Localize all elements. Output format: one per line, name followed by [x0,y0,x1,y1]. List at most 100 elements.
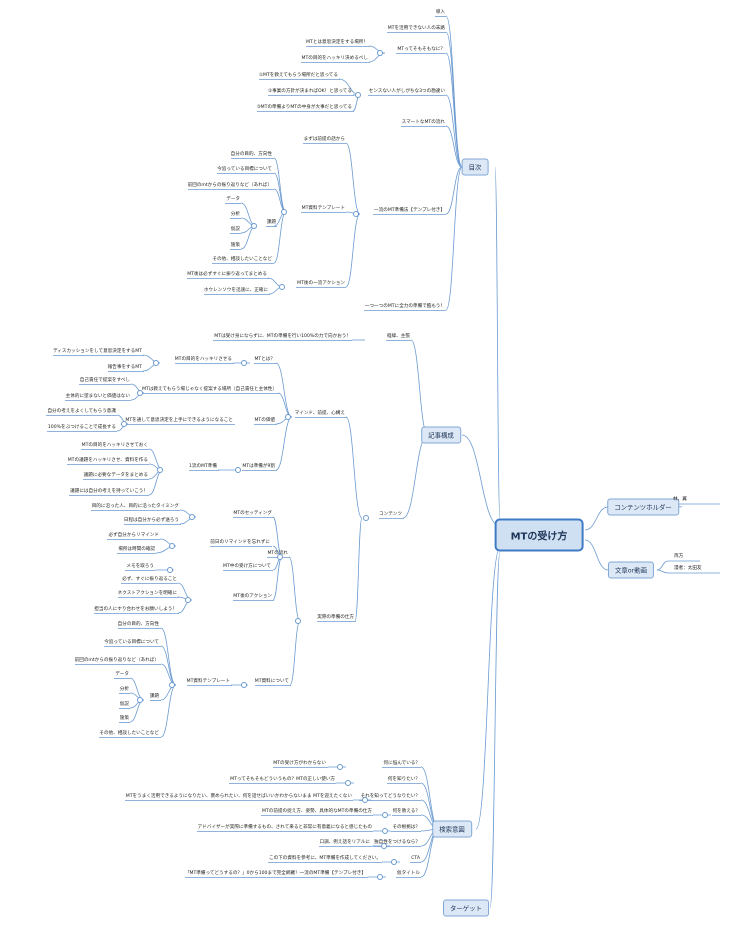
node-label[interactable]: 施策 [119,716,129,721]
collapse-toggle-icon[interactable] [235,467,241,473]
node-label[interactable]: 1流のMT準備 [188,464,217,469]
node-label[interactable]: 課題 [149,694,159,699]
branch-target[interactable]: ターゲット [443,899,489,917]
node-label[interactable]: MTを通して意思決定を上手にできるようになること [125,418,233,423]
node-label[interactable]: 報告事をするMT [107,365,142,370]
node-label[interactable]: MTは教えてもらう場じゃなく提案する場所（自己責任と主体性） [142,387,277,392]
collapse-toggle-icon[interactable] [391,859,397,865]
node-label[interactable]: MTのセッティング [233,511,272,516]
collapse-toggle-icon[interactable] [337,764,343,770]
node-label[interactable]: 課題 [266,220,276,225]
node-label[interactable]: 独自性をつけるなら？ [374,840,420,845]
node-label[interactable]: その根拠は？ [392,825,420,830]
collapse-toggle-icon[interactable] [377,874,383,880]
branch-content-holder[interactable]: コンテンツホルダー [607,498,679,516]
collapse-toggle-icon[interactable] [281,209,287,215]
node-label[interactable]: MT中の受け方について [223,564,271,569]
node-label[interactable]: 「MT準備ってどうするの？」0から100まで完全網羅！一流のMT準備【テンプレ付… [184,871,366,876]
collapse-toggle-icon[interactable] [169,543,175,549]
node-label[interactable]: MT後のアクション [233,594,272,599]
collapse-toggle-icon[interactable] [189,514,195,520]
node-label[interactable]: 分析 [119,687,129,692]
node-label[interactable]: ②事業の方針が決まればOK！と思ってる [267,89,352,94]
node-label[interactable]: MTとは？ [254,357,275,362]
node-label[interactable]: ネクストアクションを明確に [117,591,177,596]
node-label[interactable]: センスない人がしがちな3つの勘違い [368,89,445,94]
collapse-toggle-icon[interactable] [345,780,351,786]
node-label[interactable]: コンテンツ [379,512,402,517]
node-label[interactable]: MT資料について [254,679,289,684]
node-label[interactable]: 議題には自分の考えを持っていこう！ [70,489,148,494]
collapse-toggle-icon[interactable] [153,360,159,366]
node-label[interactable]: その他、相談したいことなど [212,257,272,262]
node-label[interactable]: ホウレンソウを迅速に、正確に [203,288,268,293]
collapse-toggle-icon[interactable] [362,797,368,803]
collapse-toggle-icon[interactable] [355,92,361,98]
node-label[interactable]: この下の資料を参考に、MT準備を作成してください。 [268,856,381,861]
branch-text-or-video[interactable]: 文章or動画 [607,561,655,579]
collapse-toggle-icon[interactable] [169,682,175,688]
node-label[interactable]: 経緯、主張 [387,334,410,339]
node-label[interactable]: スマートなMTの流れ [401,120,445,125]
node-label[interactable]: 主体的に望まないと価値はない [65,394,130,399]
node-label[interactable]: 一つ一つのMTに全力の準備で臨もう！ [364,304,445,309]
collapse-toggle-icon[interactable] [251,223,257,229]
node-label[interactable]: MTの価値 [254,418,275,423]
node-label[interactable]: データ [226,197,240,202]
style-note[interactable]: 漫者：太田友 [674,566,702,571]
node-label[interactable]: MTとは意思決定をする場所！ [306,40,368,45]
node-label[interactable]: MTの目的をハッキリさせておく [81,443,148,448]
node-label[interactable]: 分析 [230,212,240,217]
node-label[interactable]: マインド、前提、心構え [294,411,345,416]
node-label[interactable]: 仮説 [119,702,129,707]
node-label[interactable]: その他、相談したいことなど [99,731,159,736]
node-label[interactable]: MTってそもそもどういうもの？MTの正しい使い方 [230,777,335,782]
collapse-toggle-icon[interactable] [185,597,191,603]
node-label[interactable]: MTの目的をハッキリ決めるべし [301,56,369,61]
node-label[interactable]: 導入 [435,10,445,15]
style-option[interactable]: 両方 [674,554,684,559]
node-label[interactable]: MTの流れ [266,551,289,557]
node-label[interactable]: 今追っている目標について [217,167,272,172]
collapse-toggle-icon[interactable] [382,812,388,818]
node-label[interactable]: 何を知りたい？ [387,777,420,782]
node-label[interactable]: 日程は自分から必ず送ろう [123,518,179,523]
node-label[interactable]: それを知ってどうなりたい？ [360,794,421,799]
node-label[interactable]: 自分の目的、方向性 [117,622,159,627]
collapse-toggle-icon[interactable] [167,567,173,573]
node-label[interactable]: 口調、例え話をリアルに [319,840,371,845]
node-label[interactable]: 施策 [230,243,240,248]
node-label[interactable]: ①MTを教えてもらう場所だと思ってる [258,73,338,78]
collapse-toggle-icon[interactable] [382,828,388,834]
node-label[interactable]: まずは前提の話から [303,137,345,142]
node-label[interactable]: 仮タイトル [397,871,420,876]
node-label[interactable]: MTの目的をハッキリさせる [174,357,232,362]
node-label[interactable]: 必ず、すぐに振り返ること [122,577,177,582]
node-label[interactable]: 自己責任で提案をすべし [79,378,130,383]
collapse-toggle-icon[interactable] [381,843,387,849]
branch-toc[interactable]: 目次 [461,158,489,176]
collapse-toggle-icon[interactable] [377,50,383,56]
node-label[interactable]: MTってそもそもなに？ [397,47,445,52]
collapse-toggle-icon[interactable] [279,284,285,290]
collapse-toggle-icon[interactable] [363,515,369,521]
node-label[interactable]: 前回のmtからの振り返りなど（あれば） [74,658,159,663]
collapse-toggle-icon[interactable] [353,211,359,217]
holder-name[interactable]: 林、翼 [673,497,687,502]
node-label[interactable]: 何を教える？ [392,809,420,814]
node-label[interactable]: 一流のMT準備法【テンプレ付き】 [374,208,445,213]
node-label[interactable]: MTをうまく活用できるようになりたい、褒められたい、何を話せばいいかわからないま… [125,794,352,799]
node-label[interactable]: データ [115,672,129,677]
collapse-toggle-icon[interactable] [285,414,291,420]
collapse-toggle-icon[interactable] [241,682,247,688]
collapse-toggle-icon[interactable] [137,697,143,703]
node-label[interactable]: MT資料テンプレート [301,206,345,211]
node-label[interactable]: MTは受け身にならずに、MTの準備を行い100%の力で向かおう！ [214,334,351,339]
node-label[interactable]: 実際の準備の仕方 [317,615,354,620]
node-label[interactable]: MT後の一流アクション [297,281,345,286]
node-label[interactable]: MTの前提の捉え方、姿勢、具体的なMTの準備の仕方 [261,809,372,814]
collapse-toggle-icon[interactable] [121,421,127,427]
node-label[interactable]: 前回のmtからの振り返りなど（あれば） [187,183,272,188]
node-label[interactable]: アドバイザーが実際に準備するもの、されて来ると非常に有意義になると感じたもの [197,825,372,830]
node-label[interactable]: 必ず自分からリマインド [108,533,159,538]
